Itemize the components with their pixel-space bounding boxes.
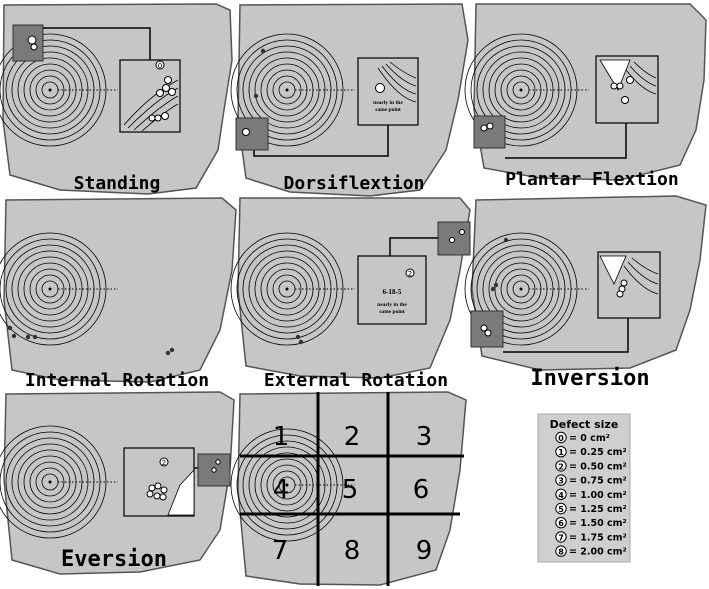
panel-external-rotation: 2 6-18-5 nearly in the same point Extern… [230,197,471,391]
zoom-note-line1: nearly in the [377,302,407,308]
legend-box [537,413,631,563]
panel-title: Inversion [530,366,649,391]
legend-marker [555,502,567,515]
legend-value: = 0.50 cm² [569,461,627,472]
legend-marker [555,474,567,486]
marker-label: 2 [162,459,166,467]
zone-label: 9 [416,536,433,566]
zoom-box [357,57,419,126]
legend-item: 4 = 1.00 cm² [555,488,627,501]
legend-value: = 0.75 cm² [569,476,627,487]
legend-marker [555,517,567,529]
leader-line [253,125,389,157]
talus-surface [471,195,707,371]
legend-marker [555,531,567,543]
legend-item: 6 = 1.50 cm² [555,517,627,529]
talus-surface [237,197,471,379]
legend-title: Defect size [550,418,619,431]
panel-plantar-flexion: Plantar Flextion [464,3,707,190]
leader-line [389,237,438,256]
leader-line [43,27,151,60]
zoom-note-line2: same point [379,309,405,315]
leader-line [503,318,629,353]
legend-marker-number: 3 [558,477,564,486]
legend-value: = 1.75 cm² [569,532,627,543]
marker-label: 2 [408,270,412,278]
highlight-box [235,117,269,151]
talus-surface [2,3,233,195]
zoom-box [357,255,427,325]
legend-marker-number: 7 [558,533,564,542]
zone-label: 5 [342,475,359,505]
marker-label: 0 [158,62,162,70]
panel-dorsiflexion: nearly in the same point Dorsiflextion [230,3,469,197]
legend-marker-number: 5 [558,505,564,514]
legend-marker-number: 6 [558,519,564,528]
legend-value: = 1.25 cm² [569,504,627,515]
cluster-label: 6-18-5 [383,288,402,296]
panel-inversion: Inversion [464,195,707,391]
talus-surface [473,3,707,181]
zone-label: 7 [272,536,289,566]
panel-title: External Rotation [264,370,448,391]
leader-line [505,123,627,159]
legend-marker-number: 4 [558,491,564,500]
legend-item: 5 = 1.25 cm² [555,502,627,515]
legend-item: 1 = 0.25 cm² [555,446,627,458]
zoom-box [119,59,181,133]
zone-label: 1 [273,422,290,452]
legend-item: 3 = 0.75 cm² [555,474,627,487]
panel-nine-zone-grid: 1 2 3 4 5 6 7 8 9 [230,391,467,586]
panel-eversion: 2 Eversion [0,391,235,575]
legend-item: 0 = 0 cm² [555,431,610,444]
panel-title: Dorsiflextion [284,173,425,194]
legend-marker [555,431,567,444]
legend-marker [555,460,567,472]
legend-item: 2 = 0.50 cm² [555,460,627,472]
legend-value: = 2.00 cm² [569,547,627,558]
highlight-box [12,24,44,62]
legend-marker [555,488,567,500]
zone-label: 8 [344,536,361,566]
panel-standing: 0 Standing [0,3,233,195]
legend-marker-number: 0 [558,434,564,443]
talus-surface [237,391,467,586]
zoom-note-line1: nearly in the [373,100,403,106]
legend: Defect size 0 = 0 cm² 1 = 0.25 cm² 2 = 0.50 c… [537,413,631,563]
zoom-note-line2: same point [375,107,401,113]
panel-internal-rotation: Internal Rotation [0,197,237,391]
legend-marker [555,545,567,557]
legend-marker-number: 2 [558,462,564,471]
legend-value: = 1.50 cm² [569,518,627,529]
legend-marker-number: 1 [558,448,564,457]
legend-item: 8 = 2.00 cm² [555,545,627,558]
panel-title: Internal Rotation [25,370,209,391]
panel-title: Plantar Flextion [505,169,678,190]
talus-surface [3,197,237,383]
zone-label: 4 [273,475,290,505]
zone-label: 2 [344,422,361,452]
legend-value: = 0 cm² [569,433,610,444]
zone-label: 6 [413,475,430,505]
legend-value: = 0.25 cm² [569,447,627,458]
panel-title: Eversion [61,547,167,572]
legend-marker-number: 8 [558,548,564,557]
legend-item: 7 = 1.75 cm² [555,531,627,543]
legend-marker [555,446,567,458]
talus-surface [3,391,235,575]
talus-surface [237,3,469,197]
highlight-box [473,115,506,149]
legend-value: = 1.00 cm² [569,490,627,501]
panel-title: Standing [74,173,161,194]
zone-label: 3 [416,422,433,452]
